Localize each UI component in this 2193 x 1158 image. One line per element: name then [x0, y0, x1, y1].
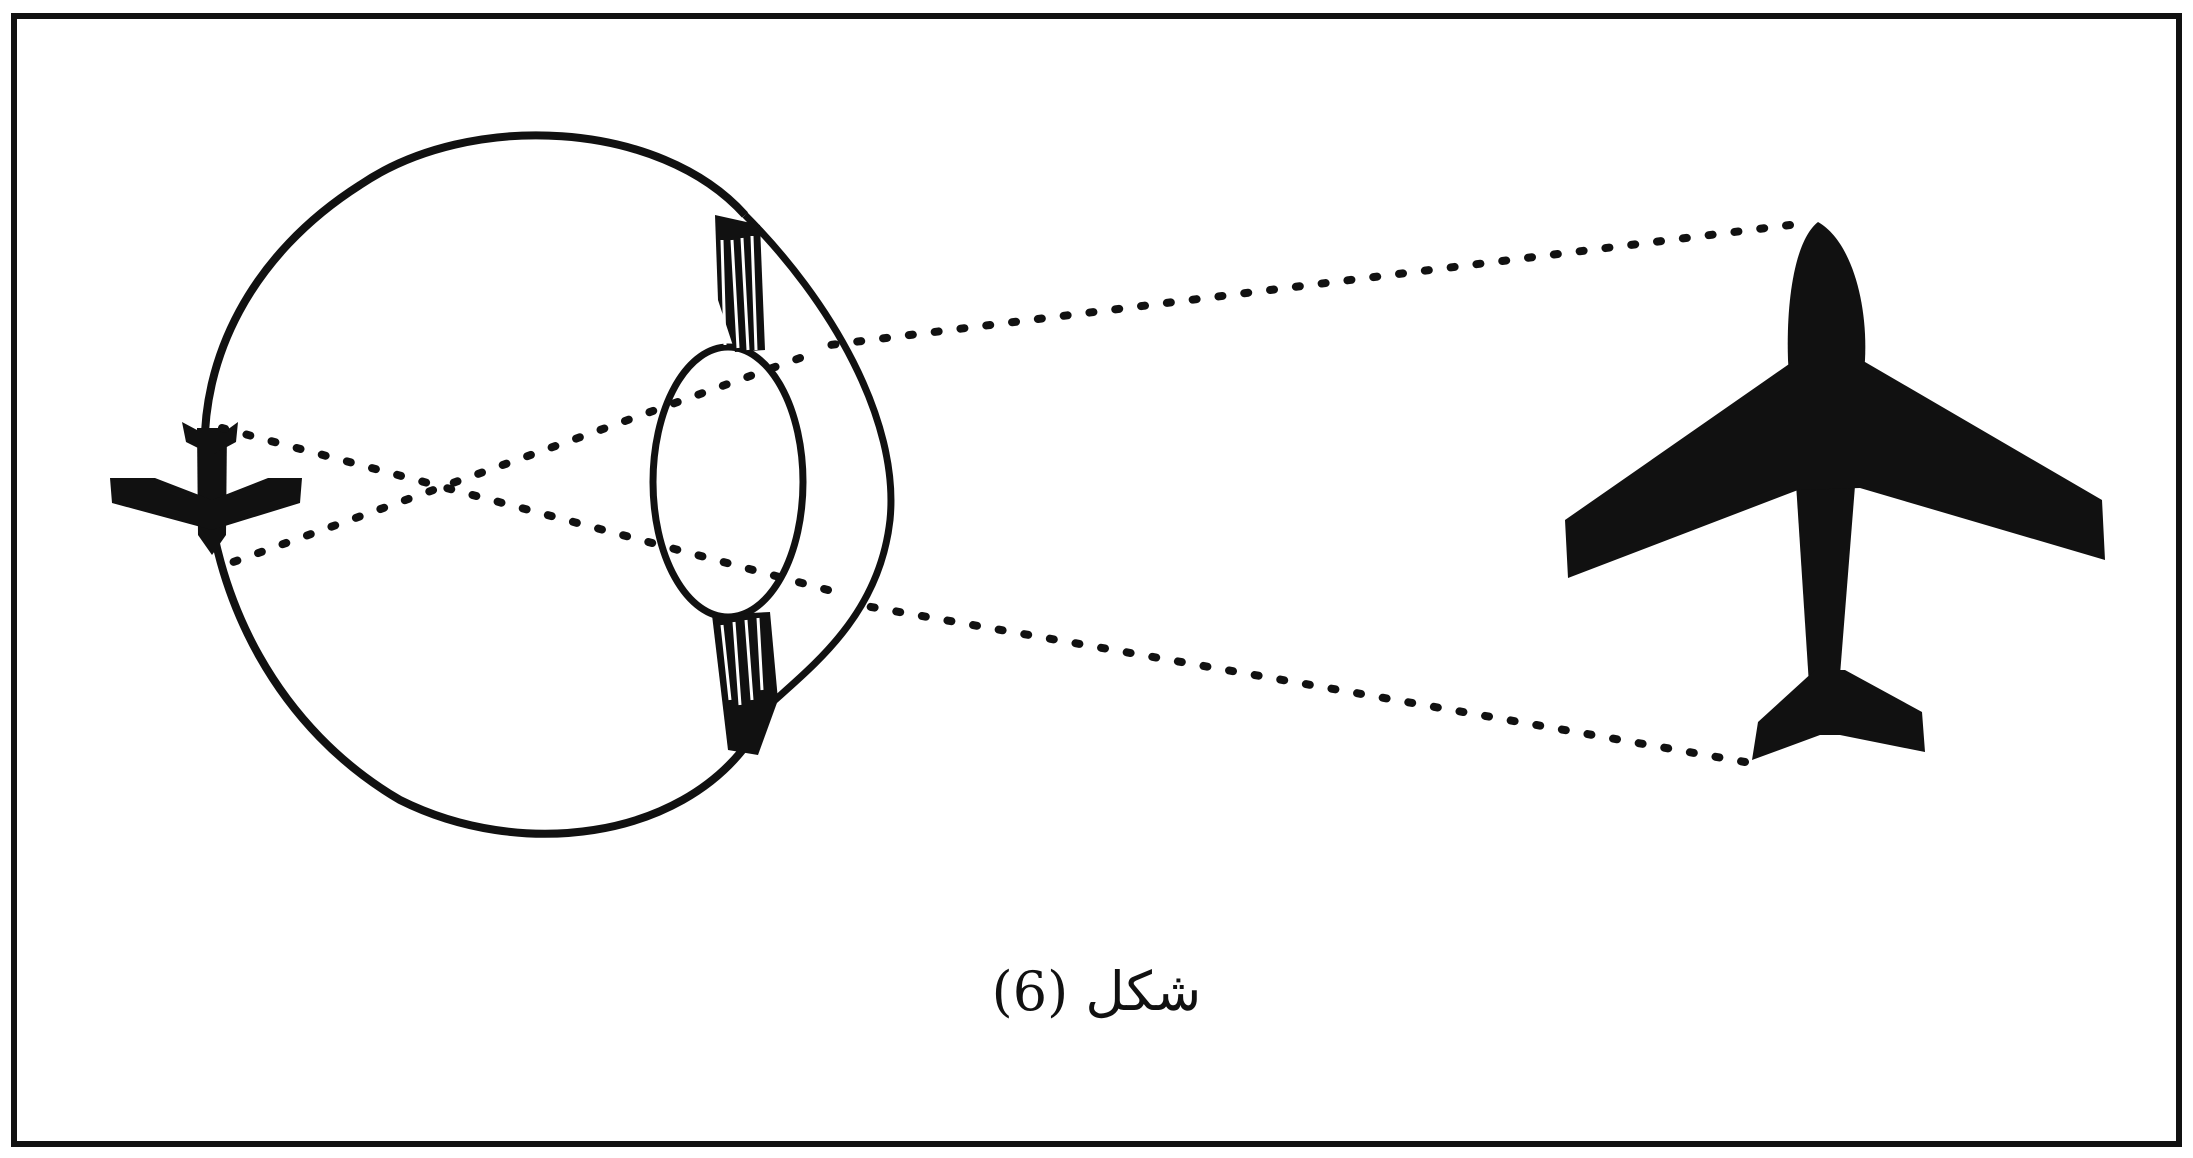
ray-bottom-inner: [218, 424, 832, 594]
figure-caption: شكل (6): [991, 960, 1202, 1023]
lower-ligament-lines: [720, 617, 764, 706]
lower-ciliary-muscle: [712, 612, 778, 755]
eyeball-icon: [200, 131, 895, 838]
upper-ligament-lines: [720, 235, 758, 351]
airplane-tail: [1752, 670, 1925, 760]
inverted-airplane-icon: [110, 422, 302, 555]
ray-top-outer: [826, 221, 1794, 349]
figure-frame: [11, 13, 2182, 1147]
image-tail: [182, 422, 238, 455]
ray-top-inner: [221, 354, 804, 569]
airplane-icon: [1565, 222, 2105, 760]
image-wings: [110, 478, 302, 530]
ray-bottom-outer: [856, 601, 1749, 766]
light-rays: [218, 221, 1794, 766]
airplane-wings: [1565, 362, 2105, 578]
